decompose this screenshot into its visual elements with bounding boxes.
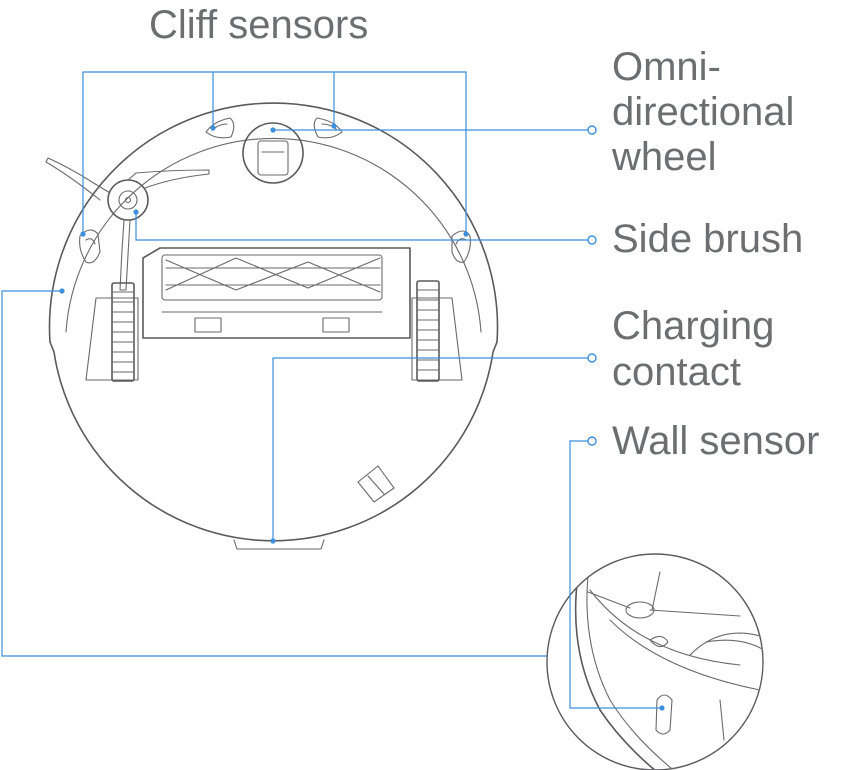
cliff-sensor-left <box>79 229 101 264</box>
bumper-outline <box>48 102 499 343</box>
label-wall-sensor: Wall sensor <box>612 419 820 463</box>
label-omni-wheel-line3: wheel <box>612 135 717 179</box>
wall-sensor-detail <box>546 553 764 770</box>
charging-contact <box>357 465 395 503</box>
robot-underside <box>45 102 499 550</box>
label-omni-wheel-line1: Omni- <box>612 45 721 89</box>
leader-lines <box>1 71 665 711</box>
label-charging-contact-line1: Charging <box>612 304 775 348</box>
label-omni-wheel-line2: directional <box>612 90 795 134</box>
side-brush <box>45 157 210 291</box>
right-drive-wheel <box>411 280 463 382</box>
omni-wheel <box>242 122 304 184</box>
label-cliff-sensors: Cliff sensors <box>149 3 369 47</box>
left-drive-wheel <box>85 282 139 382</box>
label-side-brush: Side brush <box>612 217 804 261</box>
cliff-sensor-top-right <box>313 117 343 139</box>
cliff-sensor-top-left <box>205 117 235 139</box>
label-charging-contact-line2: contact <box>612 350 741 394</box>
main-brush <box>142 247 411 339</box>
